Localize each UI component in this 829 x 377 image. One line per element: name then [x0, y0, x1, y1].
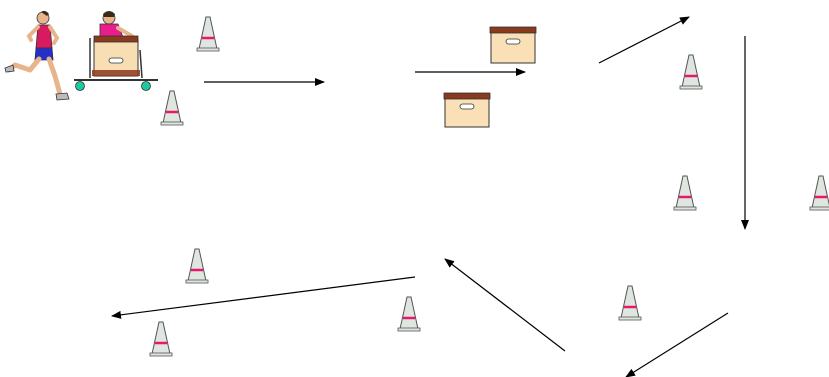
cone-icon [149, 321, 173, 357]
cone-icon [618, 285, 642, 321]
cone-icon [397, 296, 421, 332]
box-icon [489, 26, 537, 64]
arrow [444, 258, 566, 352]
box-icon [443, 92, 491, 128]
runner-icon [4, 10, 70, 101]
cone-icon [196, 16, 220, 52]
box-cart-icon [74, 11, 158, 91]
arrow [111, 276, 416, 319]
cone-icon [809, 175, 829, 211]
arrow [625, 312, 729, 377]
cone-icon [673, 175, 697, 211]
cone-icon [679, 54, 703, 90]
arrow [598, 16, 690, 64]
cone-icon [185, 248, 209, 284]
cone-icon [160, 90, 184, 126]
